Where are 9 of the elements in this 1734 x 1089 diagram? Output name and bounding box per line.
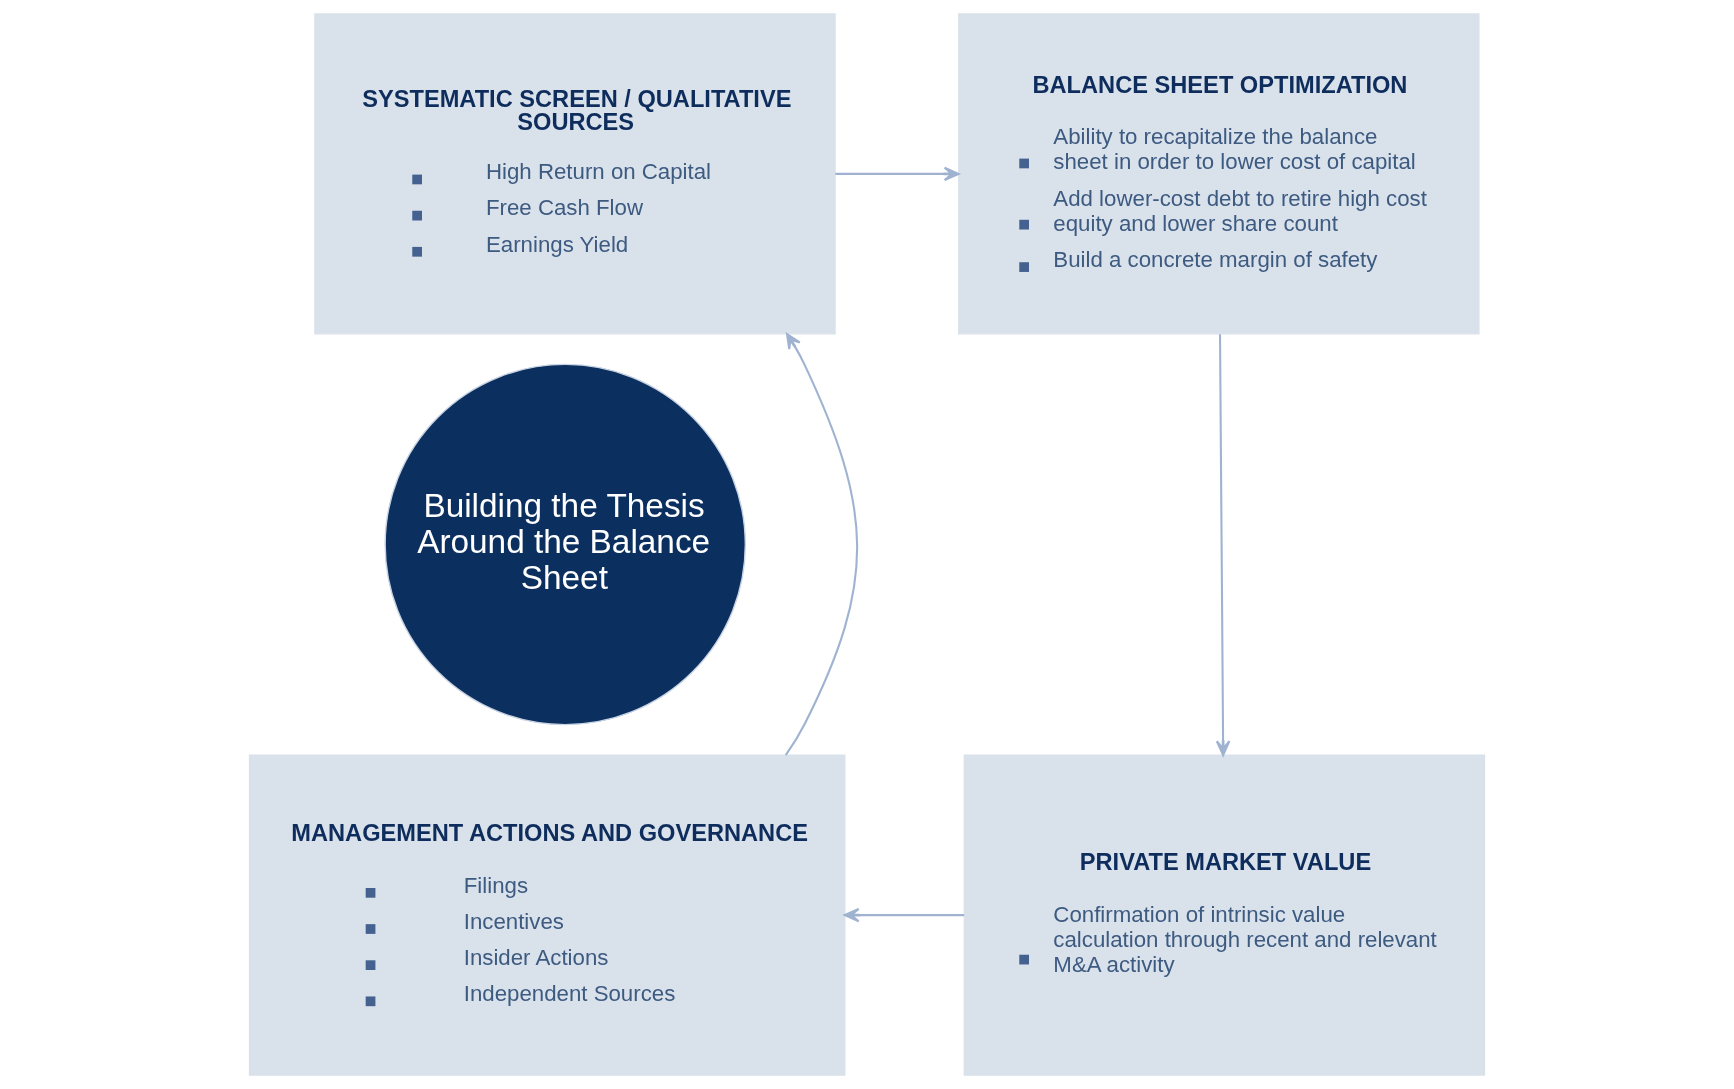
- node-box: MANAGEMENT ACTIONS AND GOVERNANCE Filings Incentives Insider Actions Independent Sources: [248, 754, 846, 1076]
- arrow: [1215, 334, 1231, 757]
- node-box: BALANCE SHEET OPTIMIZATION Ability to recapitalize the balance sheet in order to lower cost of capital Add lower-cost debt to retire high cost equity and lower share count Build a concrete margin of safety: [958, 13, 1480, 335]
- node-box: PRIVATE MARKET VALUE Confirmation of intrinsic value calculation through recent and relevant M&A activity: [963, 754, 1486, 1076]
- arrow: [843, 907, 965, 923]
- arrow: [784, 333, 859, 756]
- node-circle: Building the Thesis Around the Balance Sheet: [384, 363, 746, 726]
- arrow: [835, 166, 960, 182]
- node-box: SYSTEMATIC SCREEN / QUALITATIVE SOURCES High Return on Capital Free Cash Flow Earnings Yield: [314, 13, 836, 335]
